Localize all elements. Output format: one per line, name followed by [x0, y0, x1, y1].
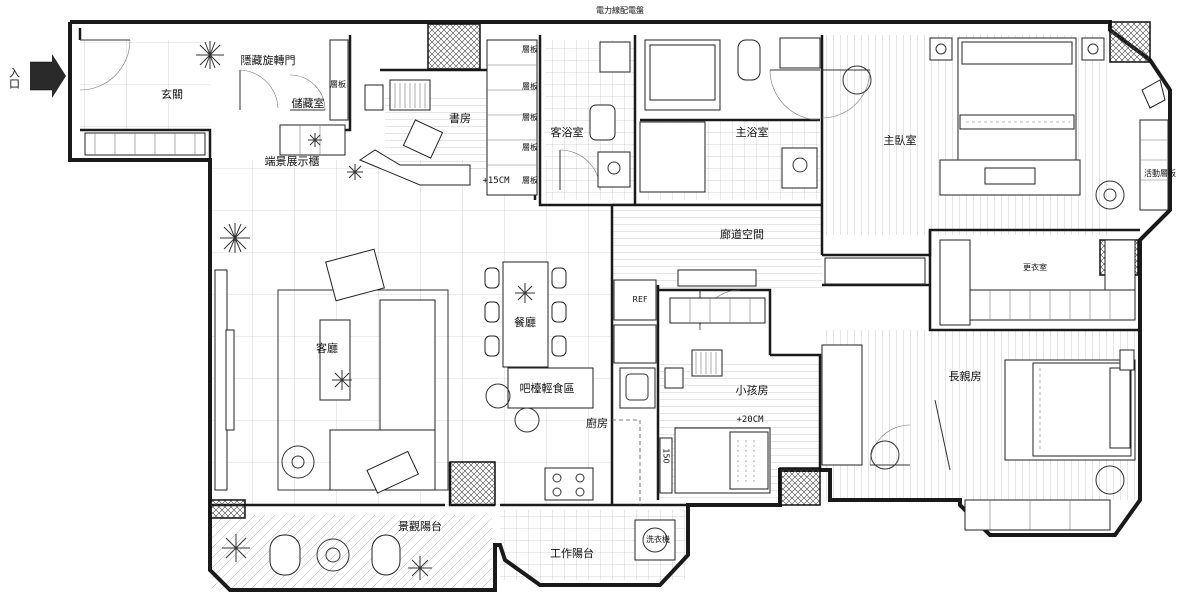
refrigerator	[613, 279, 657, 321]
washing-machine	[634, 519, 676, 561]
child-room-furniture	[659, 269, 771, 494]
small-room-raise-label: +20CM	[736, 415, 764, 425]
shelf-column-label: 層板	[522, 81, 538, 91]
refrigerator-label: REF	[632, 295, 648, 304]
shelf-column-label: 層板	[522, 142, 538, 152]
dining-label: 餐廳	[514, 315, 536, 329]
plant-icon	[408, 556, 432, 580]
room-labels: 電力線配電盤 入口 玄關 隱藏旋轉門 層板 儲藏室 端景展示櫃 書房 +15CM…	[8, 5, 1177, 560]
master-bath-label: 主浴室	[736, 125, 769, 139]
bar-counter-label: 吧檯輕食區	[520, 381, 575, 395]
bed-size-label: 150	[662, 448, 671, 463]
living-label: 客廳	[316, 341, 338, 355]
study-furniture	[358, 39, 538, 196]
dining-furniture	[484, 261, 594, 433]
shelf-label: 層板	[330, 79, 346, 89]
walk-in-closet-furniture	[824, 239, 1136, 326]
corridor-label: 廊道空間	[720, 227, 764, 241]
small-room-label: 小孩房	[736, 384, 769, 397]
walk-in-closet-label: 更衣室	[1023, 262, 1047, 272]
column	[209, 499, 246, 519]
hidden-rotating-door-label: 隱藏旋轉門	[241, 53, 296, 67]
study-label: 書房	[449, 111, 471, 125]
top-wall-label: 電力線配電盤	[596, 5, 644, 15]
column	[449, 461, 496, 506]
entrance-label: 入口	[8, 67, 21, 89]
display-cabinet-label: 端景展示櫃	[265, 154, 320, 168]
view-balcony-label: 景觀陽台	[398, 519, 442, 533]
plant-icon	[515, 283, 535, 303]
plant-icon	[220, 223, 250, 253]
plants	[196, 41, 535, 580]
column	[427, 23, 481, 70]
work-balcony-label: 工作陽台	[550, 546, 594, 560]
master-bedroom-furniture	[842, 37, 1169, 211]
shelf-column-label: 層板	[522, 112, 538, 122]
kitchen-furniture	[544, 279, 657, 505]
dining-table	[502, 261, 549, 368]
balcony-furniture	[269, 519, 676, 576]
column	[779, 467, 821, 506]
storage-room-label: 儲藏室	[292, 96, 325, 110]
guest-bath-fixtures	[589, 41, 631, 188]
shelf-column-label: 層板	[522, 44, 538, 54]
plant-icon	[196, 41, 224, 69]
foyer-label: 玄關	[161, 87, 183, 101]
plant-icon	[308, 133, 322, 147]
elder-room-label: 長親房	[949, 370, 982, 383]
movable-shelf-label: 活動層板	[1144, 168, 1176, 178]
plant-icon	[222, 534, 250, 562]
entrance-arrow	[30, 54, 66, 98]
plant-icon	[347, 164, 363, 180]
guest-bath-label: 客浴室	[551, 125, 584, 139]
washer-label: 洗衣機	[646, 534, 670, 544]
master-bath-fixtures	[639, 37, 821, 193]
elder-room-furniture	[821, 344, 1136, 531]
kitchen-label: 廚房	[586, 416, 608, 430]
study-raise-label: +15CM	[482, 176, 510, 186]
column	[1109, 21, 1151, 63]
plant-icon	[332, 370, 352, 390]
master-bedroom-label: 主臥室	[884, 133, 917, 147]
shelf-column-label: 層板	[522, 175, 538, 185]
living-room-furniture	[214, 248, 449, 494]
